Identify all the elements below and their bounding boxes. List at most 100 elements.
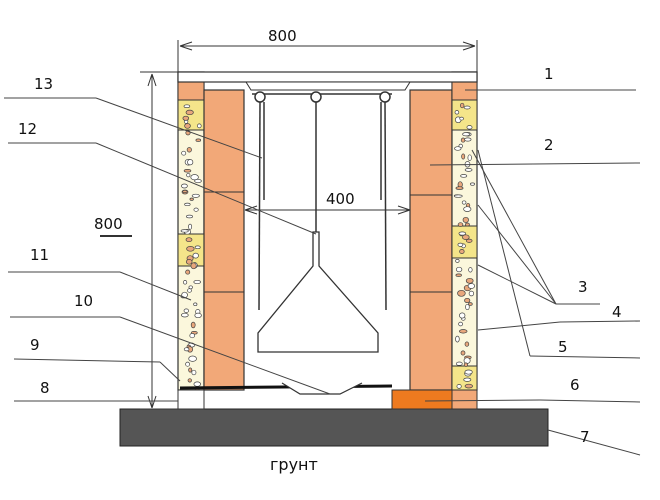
insulation-pebble — [183, 104, 191, 108]
grease-drip-funnel — [257, 231, 379, 353]
insulation-pebble — [464, 297, 471, 304]
insulation-pebble — [468, 290, 475, 297]
insulation-pebble — [187, 378, 192, 383]
insulation-pebble — [460, 102, 465, 109]
insulation-pebble — [455, 186, 464, 190]
insulation-pebble — [460, 350, 466, 356]
insulation-pebble — [189, 333, 195, 339]
insulation-pebble — [464, 168, 473, 172]
insulation-pebble — [465, 238, 473, 243]
insulation-pebble — [187, 159, 194, 166]
insulation-pebble — [194, 312, 202, 319]
insulation-pebble — [455, 259, 460, 263]
insulation-pebble — [464, 369, 473, 375]
insulation-pebble — [464, 341, 470, 347]
insulation-pebble — [183, 308, 189, 313]
insulation-pebble — [193, 207, 199, 212]
insulation-pebble — [182, 115, 190, 121]
callout-11: 11 — [30, 246, 49, 264]
bottom-smoke-tray — [179, 382, 393, 395]
leader-lines — [4, 89, 641, 456]
insulation-pebble — [185, 269, 191, 275]
insulation-pebble — [185, 237, 193, 243]
insulation-pebble — [191, 193, 200, 198]
insulation-pebble — [454, 110, 460, 115]
left-inner-brick-wall — [203, 89, 245, 391]
callout-6: 6 — [570, 376, 580, 394]
callout-2: 2 — [544, 136, 554, 154]
right-inner-brick-wall — [409, 89, 453, 391]
insulation-pebble — [187, 288, 192, 293]
insulation-pebble — [191, 369, 197, 376]
callout-8: 8 — [40, 379, 50, 397]
insulation-pebble — [463, 362, 468, 367]
callout-9: 9 — [30, 336, 40, 354]
insulation-pebble — [181, 150, 187, 156]
insulation-pebble — [180, 229, 189, 233]
insulation-pebble — [464, 222, 470, 227]
insulation-pebble — [185, 361, 190, 367]
insulation-pebble — [186, 214, 193, 219]
insulation-pebble — [182, 189, 188, 194]
insulation-pebble — [453, 194, 463, 198]
insulation-pebble — [186, 172, 191, 178]
callout-4: 4 — [612, 303, 622, 321]
height-label: 800 — [94, 215, 123, 233]
callout-7: 7 — [580, 428, 590, 446]
insulation-pebble — [186, 246, 195, 252]
insulation-pebble — [180, 312, 189, 318]
insulation-pebbles — [180, 102, 476, 391]
insulation-pebble — [457, 222, 464, 227]
insulation-pebble — [185, 109, 194, 116]
insulation-pebble — [455, 266, 463, 273]
inner-width-dimension — [244, 205, 411, 215]
left-wall-footing — [177, 389, 205, 410]
insulation-pebble — [462, 234, 470, 240]
insulation-pebble — [197, 123, 202, 129]
insulation-pebble — [188, 355, 197, 362]
insulation-pebble — [469, 182, 476, 186]
insulation-pebble — [459, 249, 465, 254]
insulation-pebble — [466, 125, 473, 130]
insulation-pebble — [468, 267, 473, 273]
height-dimension — [100, 71, 178, 410]
callout-13: 13 — [34, 75, 53, 93]
insulation-pebble — [455, 273, 462, 277]
insulation-pebble — [459, 116, 464, 121]
insulation-pebble — [181, 183, 188, 189]
insulation-pebble — [463, 206, 472, 212]
callout-5: 5 — [558, 338, 568, 356]
insulation-pebble — [188, 367, 193, 373]
insulation-pebble — [462, 132, 470, 137]
right-wall-footing — [451, 389, 478, 410]
insulation-pebble — [461, 200, 467, 205]
insulation-pebble — [188, 285, 193, 290]
insulation-pebble — [464, 383, 473, 389]
insulation-pebble — [190, 321, 196, 329]
insulation-pebble — [193, 279, 201, 285]
insulation-pebble — [190, 262, 197, 270]
insulation-pebble — [183, 169, 192, 173]
insulation-pebble — [183, 347, 190, 352]
right-outer-insulation-wall — [451, 71, 478, 391]
insulation-pebble — [459, 312, 466, 319]
insulation-pebble — [458, 231, 467, 236]
ground-label: грунт — [270, 455, 318, 474]
insulation-pebble — [194, 245, 201, 250]
insulation-pebble — [467, 154, 472, 161]
insulation-pebble — [456, 384, 462, 389]
insulation-pebble — [185, 259, 193, 265]
insulation-pebble — [463, 377, 472, 382]
insulation-pebble — [468, 302, 473, 306]
insulation-pebble — [190, 174, 199, 181]
inner-width-label: 400 — [326, 190, 355, 208]
insulation-pebble — [183, 280, 188, 285]
callout-3: 3 — [578, 278, 588, 296]
insulation-pebble — [457, 289, 466, 297]
top-width-label: 800 — [268, 27, 297, 45]
insulation-pebble — [458, 321, 463, 327]
insulation-pebble — [193, 302, 198, 307]
insulation-pebble — [455, 361, 463, 366]
insulation-pebble — [460, 174, 468, 178]
